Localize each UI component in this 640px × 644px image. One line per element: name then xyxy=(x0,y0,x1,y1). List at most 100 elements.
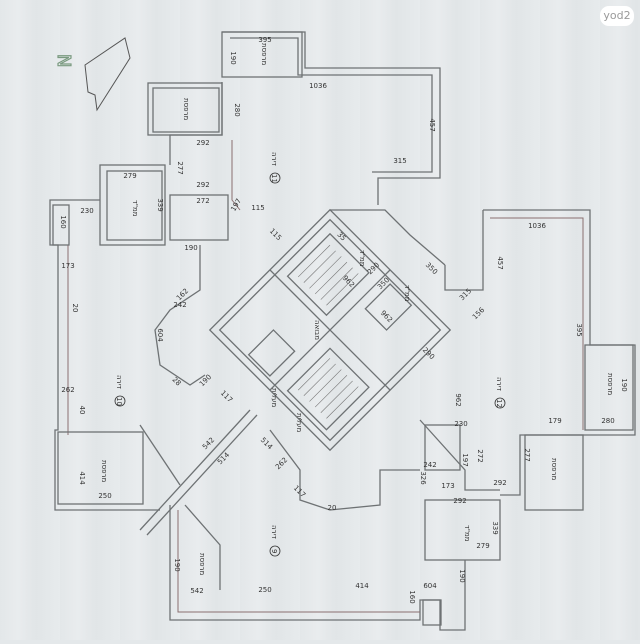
dimension-label: 414 xyxy=(78,471,86,485)
svg-text:דירה: דירה xyxy=(115,375,123,389)
safe-room-label: ממ"ד xyxy=(463,525,471,542)
dimension-label: 339 xyxy=(156,198,164,211)
dimension-label: 279 xyxy=(123,172,136,180)
dimension-label: 190 xyxy=(173,558,181,571)
dimension-label: 117 xyxy=(292,484,307,499)
dimension-label: 230 xyxy=(80,207,93,215)
apartment-9-walls xyxy=(139,409,501,631)
dimension-label: 339 xyxy=(491,521,499,534)
dimension-label: 190 xyxy=(229,51,237,64)
svg-text:דירה: דירה xyxy=(270,525,278,539)
dimension-label: 173 xyxy=(61,262,74,270)
dimension-labels: 395 190 280 1036 457 315 292 277 292 279 339 272 197… xyxy=(59,36,628,604)
balcony-label: מרפסת xyxy=(182,98,190,120)
safe-room-label: ממ"ד xyxy=(403,285,411,302)
dimension-label: 160 xyxy=(408,590,416,603)
dimension-label: 197 xyxy=(461,453,469,466)
dimension-label: 292 xyxy=(453,497,466,505)
dimension-label: 262 xyxy=(274,456,289,471)
dimension-label: 395 xyxy=(258,36,271,44)
dimension-label: 457 xyxy=(428,118,436,131)
dimension-label: 20 xyxy=(328,504,337,512)
dimension-label: 280 xyxy=(601,417,614,425)
balcony-label: מרפסת xyxy=(198,553,206,575)
dimension-label: 962 xyxy=(454,393,462,406)
apartment-10-label: דירה 10 xyxy=(114,375,126,407)
balcony-label: מרפסת xyxy=(260,43,268,65)
dimension-label: 272 xyxy=(476,449,484,462)
dimension-label: 115 xyxy=(268,227,283,242)
dimension-label: 280 xyxy=(233,103,241,116)
dimension-label: 326 xyxy=(419,471,427,485)
dimension-label: 272 xyxy=(196,197,209,205)
dimension-label: 242 xyxy=(173,301,186,309)
dimension-label: 290 xyxy=(421,346,436,361)
svg-text:דירה: דירה xyxy=(270,152,278,166)
dimension-label: 292 xyxy=(196,139,209,147)
apartment-11-walls xyxy=(99,31,441,246)
dimension-label: 115 xyxy=(251,204,264,212)
dimension-label: 315 xyxy=(393,157,406,165)
building-core xyxy=(208,208,452,452)
north-label: N xyxy=(53,54,74,67)
dimension-label: 190 xyxy=(184,244,197,252)
dimension-label: 190 xyxy=(620,378,628,391)
safe-room-label: ממ"ד xyxy=(358,250,366,267)
elevator-label: מעלית xyxy=(295,413,303,433)
apartment-9-label: דירה 9 xyxy=(269,525,281,557)
staircase xyxy=(297,244,359,419)
dimension-label: 179 xyxy=(548,417,561,425)
svg-text:דירה: דירה xyxy=(495,377,503,391)
apartment-12-walls xyxy=(419,209,636,511)
svg-text:12: 12 xyxy=(495,399,503,408)
lobby-label: מבואה xyxy=(313,320,321,340)
safe-room-label: ממ"ד xyxy=(131,200,139,217)
dimension-label: 40 xyxy=(78,406,86,415)
dimension-label: 1036 xyxy=(309,82,327,90)
dimension-label: 290 xyxy=(366,261,381,276)
dimension-label: 162 xyxy=(175,287,190,302)
svg-text:9: 9 xyxy=(270,549,278,553)
dimension-label: 28 xyxy=(170,376,182,388)
dimension-label: 160 xyxy=(59,215,67,228)
dimension-label: 962 xyxy=(379,309,394,324)
dimension-label: 117 xyxy=(219,389,234,404)
yod2-watermark: yod2 xyxy=(600,6,634,26)
dimension-label: 1036 xyxy=(528,222,546,230)
dimension-label: 604 xyxy=(423,582,437,590)
dimension-label: 315 xyxy=(458,287,473,302)
dimension-label: 156 xyxy=(471,306,486,321)
svg-text:10: 10 xyxy=(115,397,123,406)
dimension-label: 350 xyxy=(424,261,439,276)
dimension-label: 190 xyxy=(198,373,213,388)
dimension-label: 242 xyxy=(423,461,436,469)
apartment-11-label: דירה 11 xyxy=(269,152,281,184)
dimension-label: 414 xyxy=(355,582,369,590)
dimension-label: 173 xyxy=(441,482,454,490)
dimension-label: 250 xyxy=(98,492,111,500)
dimension-label: 250 xyxy=(258,586,271,594)
elevator-label: מעלית xyxy=(270,388,278,408)
dimension-label: 514 xyxy=(259,436,274,451)
dimension-label: 190 xyxy=(458,569,466,582)
dimension-label: 262 xyxy=(61,386,74,394)
balcony-label: מרפסת xyxy=(100,460,108,482)
dimension-label: 292 xyxy=(196,181,209,189)
svg-text:11: 11 xyxy=(270,174,278,183)
dimension-label: 457 xyxy=(496,256,504,269)
dimension-label: 514 xyxy=(216,451,231,466)
dimension-label: 20 xyxy=(71,304,79,313)
dimension-label: 395 xyxy=(575,323,583,336)
dimension-label: 277 xyxy=(176,161,184,174)
balcony-label: מרפסת xyxy=(606,373,614,395)
dimension-label: 542 xyxy=(190,587,203,595)
dimension-label: 230 xyxy=(454,420,467,428)
dimension-label: 604 xyxy=(156,328,164,342)
dimension-label: 292 xyxy=(493,479,506,487)
balcony-label: מרפסת xyxy=(550,458,558,480)
apartment-12-label: דירה 12 xyxy=(494,377,506,409)
dimension-label: 277 xyxy=(523,448,531,461)
north-arrow-icon xyxy=(84,37,131,112)
